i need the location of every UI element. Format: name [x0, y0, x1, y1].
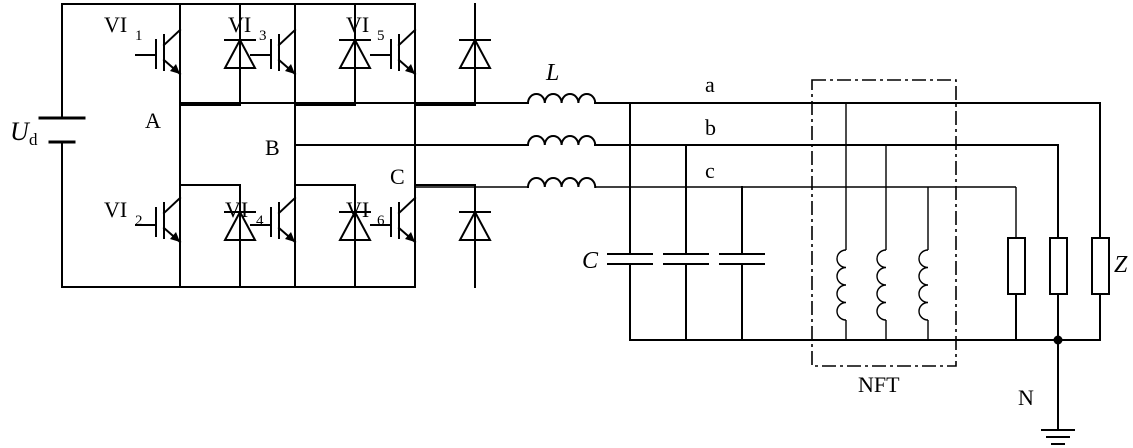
load-label: Z	[1114, 252, 1128, 278]
vt1-subscript: 1	[135, 28, 143, 44]
diode-d4	[338, 209, 372, 241]
inductor-c	[526, 177, 597, 189]
node-b-label: B	[265, 135, 280, 160]
phase-b-label: b	[705, 115, 716, 140]
load-resistors	[1007, 237, 1110, 341]
diode-d1	[223, 37, 257, 69]
vt5-subscript: 5	[377, 28, 385, 44]
vt2-label: VI	[104, 197, 127, 222]
vt4-subscript: 4	[256, 213, 264, 229]
diode-d6	[458, 209, 492, 241]
transistor-vt3	[250, 28, 297, 76]
diode-d2	[223, 209, 257, 241]
diode-d5	[458, 37, 492, 69]
capacitor-bank	[607, 102, 765, 341]
inductor-a	[526, 93, 597, 105]
transistor-vt2	[135, 196, 182, 244]
inductor-b	[526, 135, 597, 147]
nft-transformer	[811, 79, 957, 367]
ud-subscript: d	[29, 130, 38, 149]
vt4-label: VI	[225, 197, 248, 222]
phase-lines	[179, 102, 1101, 239]
ground-symbol	[1041, 335, 1075, 445]
node-c-label: C	[390, 164, 405, 189]
dc-source	[38, 3, 416, 288]
vt3-subscript: 3	[259, 28, 267, 44]
phase-c-label: c	[705, 158, 715, 183]
vt5-label: VI	[346, 12, 369, 37]
nft-label: NFT	[858, 372, 900, 397]
vt6-subscript: 6	[377, 213, 385, 229]
vt6-label: VI	[346, 197, 369, 222]
diode-d3	[338, 37, 372, 69]
inductor-label: L	[545, 60, 559, 86]
ud-label: U	[10, 117, 31, 146]
transistor-vt5	[370, 28, 417, 76]
neutral-label: N	[1018, 385, 1034, 410]
vt3-label: VI	[228, 12, 251, 37]
capacitor-label: C	[582, 248, 599, 274]
transistor-vt4	[250, 196, 297, 244]
phase-a-label: a	[705, 72, 715, 97]
node-a-label: A	[145, 108, 161, 133]
transistor-vt1	[135, 28, 182, 76]
vt2-subscript: 2	[135, 213, 143, 229]
vt1-label: VI	[104, 12, 127, 37]
transistor-vt6	[370, 196, 417, 244]
